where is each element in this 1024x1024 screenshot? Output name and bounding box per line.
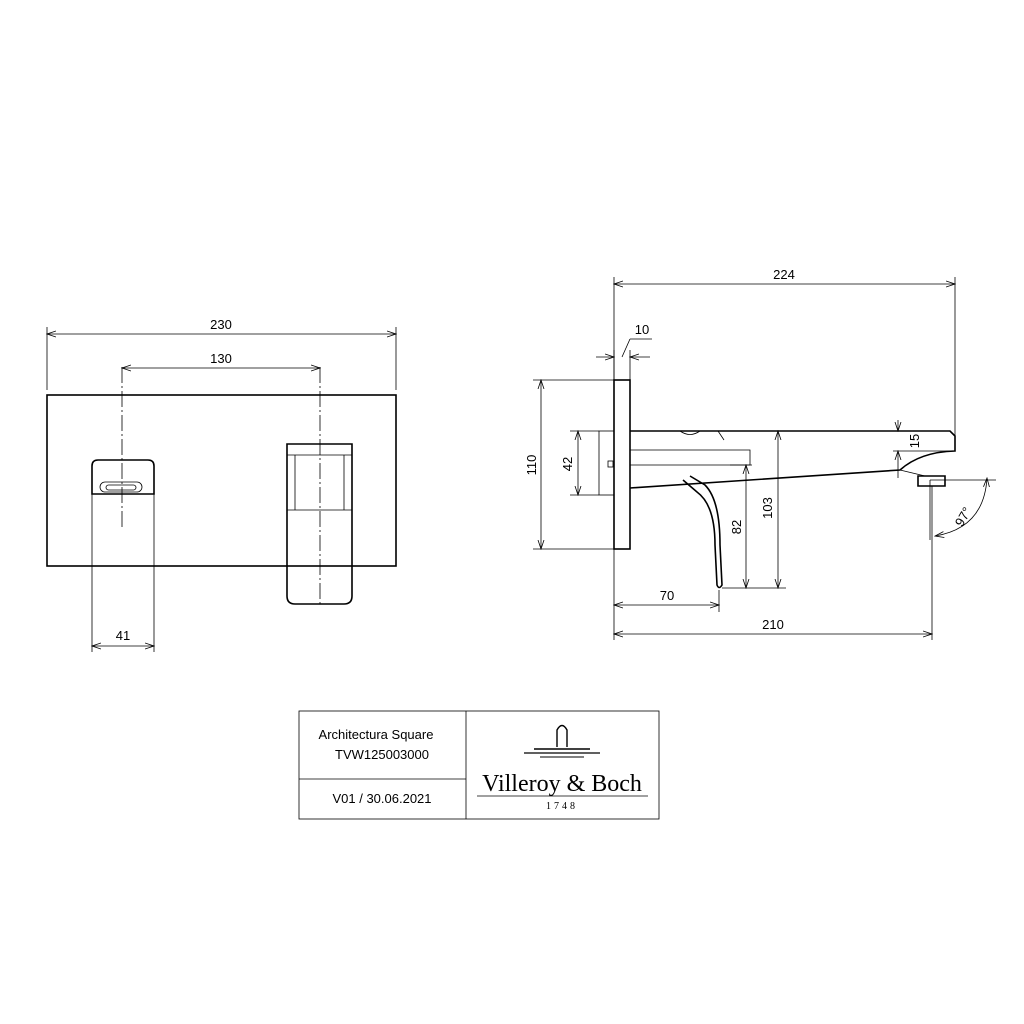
dim-handle-height-label: 82	[729, 520, 744, 534]
front-handle	[91, 459, 155, 495]
side-view: 224 10 110 42	[524, 267, 996, 640]
dim-total-width: 230	[47, 317, 396, 390]
title-block: Architectura Square TVW125003000 V01 / 3…	[298, 710, 660, 820]
dim-total-depth-label: 224	[773, 267, 795, 282]
dim-plate-thickness-label: 10	[635, 322, 649, 337]
dim-total-width-label: 230	[210, 317, 232, 332]
dim-total-depth: 224	[614, 267, 955, 440]
product-code: TVW125003000	[335, 747, 429, 762]
product-name: Architectura Square	[319, 727, 434, 742]
dim-handle-depth-label: 70	[660, 588, 674, 603]
dim-spout-tip-label: 15	[907, 434, 922, 448]
dim-handle-width: 41	[92, 494, 154, 652]
dim-plate-height: 110	[524, 380, 614, 549]
dim-handle-depth: 70	[614, 549, 719, 640]
brand-name: Villeroy & Boch	[482, 771, 642, 797]
dim-body-height: 42	[560, 431, 599, 495]
side-wall-plate	[613, 379, 631, 550]
dim-spout-reach: 210	[614, 486, 932, 640]
dim-spout-height: 103	[722, 431, 786, 588]
brand-year: 1748	[546, 801, 578, 812]
dim-plate-thickness: 10	[596, 322, 652, 380]
front-spout	[286, 443, 353, 605]
side-valve-body	[598, 430, 615, 496]
dim-center-distance: 130	[122, 351, 320, 368]
front-view: 230 130 41	[47, 317, 396, 652]
dim-angle: 97°	[929, 478, 996, 540]
front-wall-plate	[46, 394, 397, 567]
dim-handle-height: 82	[729, 465, 752, 588]
dim-spout-tip: 15	[893, 420, 955, 478]
dim-handle-width-label: 41	[116, 628, 130, 643]
dim-spout-reach-label: 210	[762, 617, 784, 632]
version-date: V01 / 30.06.2021	[332, 791, 431, 806]
dim-spout-height-label: 103	[760, 497, 775, 519]
brand-logo-icon	[524, 724, 600, 758]
dim-angle-label: 97°	[952, 504, 975, 529]
dim-center-distance-label: 130	[210, 351, 232, 366]
side-handle	[682, 475, 723, 589]
dim-plate-height-label: 110	[524, 455, 539, 476]
dim-body-height-label: 42	[560, 457, 575, 471]
